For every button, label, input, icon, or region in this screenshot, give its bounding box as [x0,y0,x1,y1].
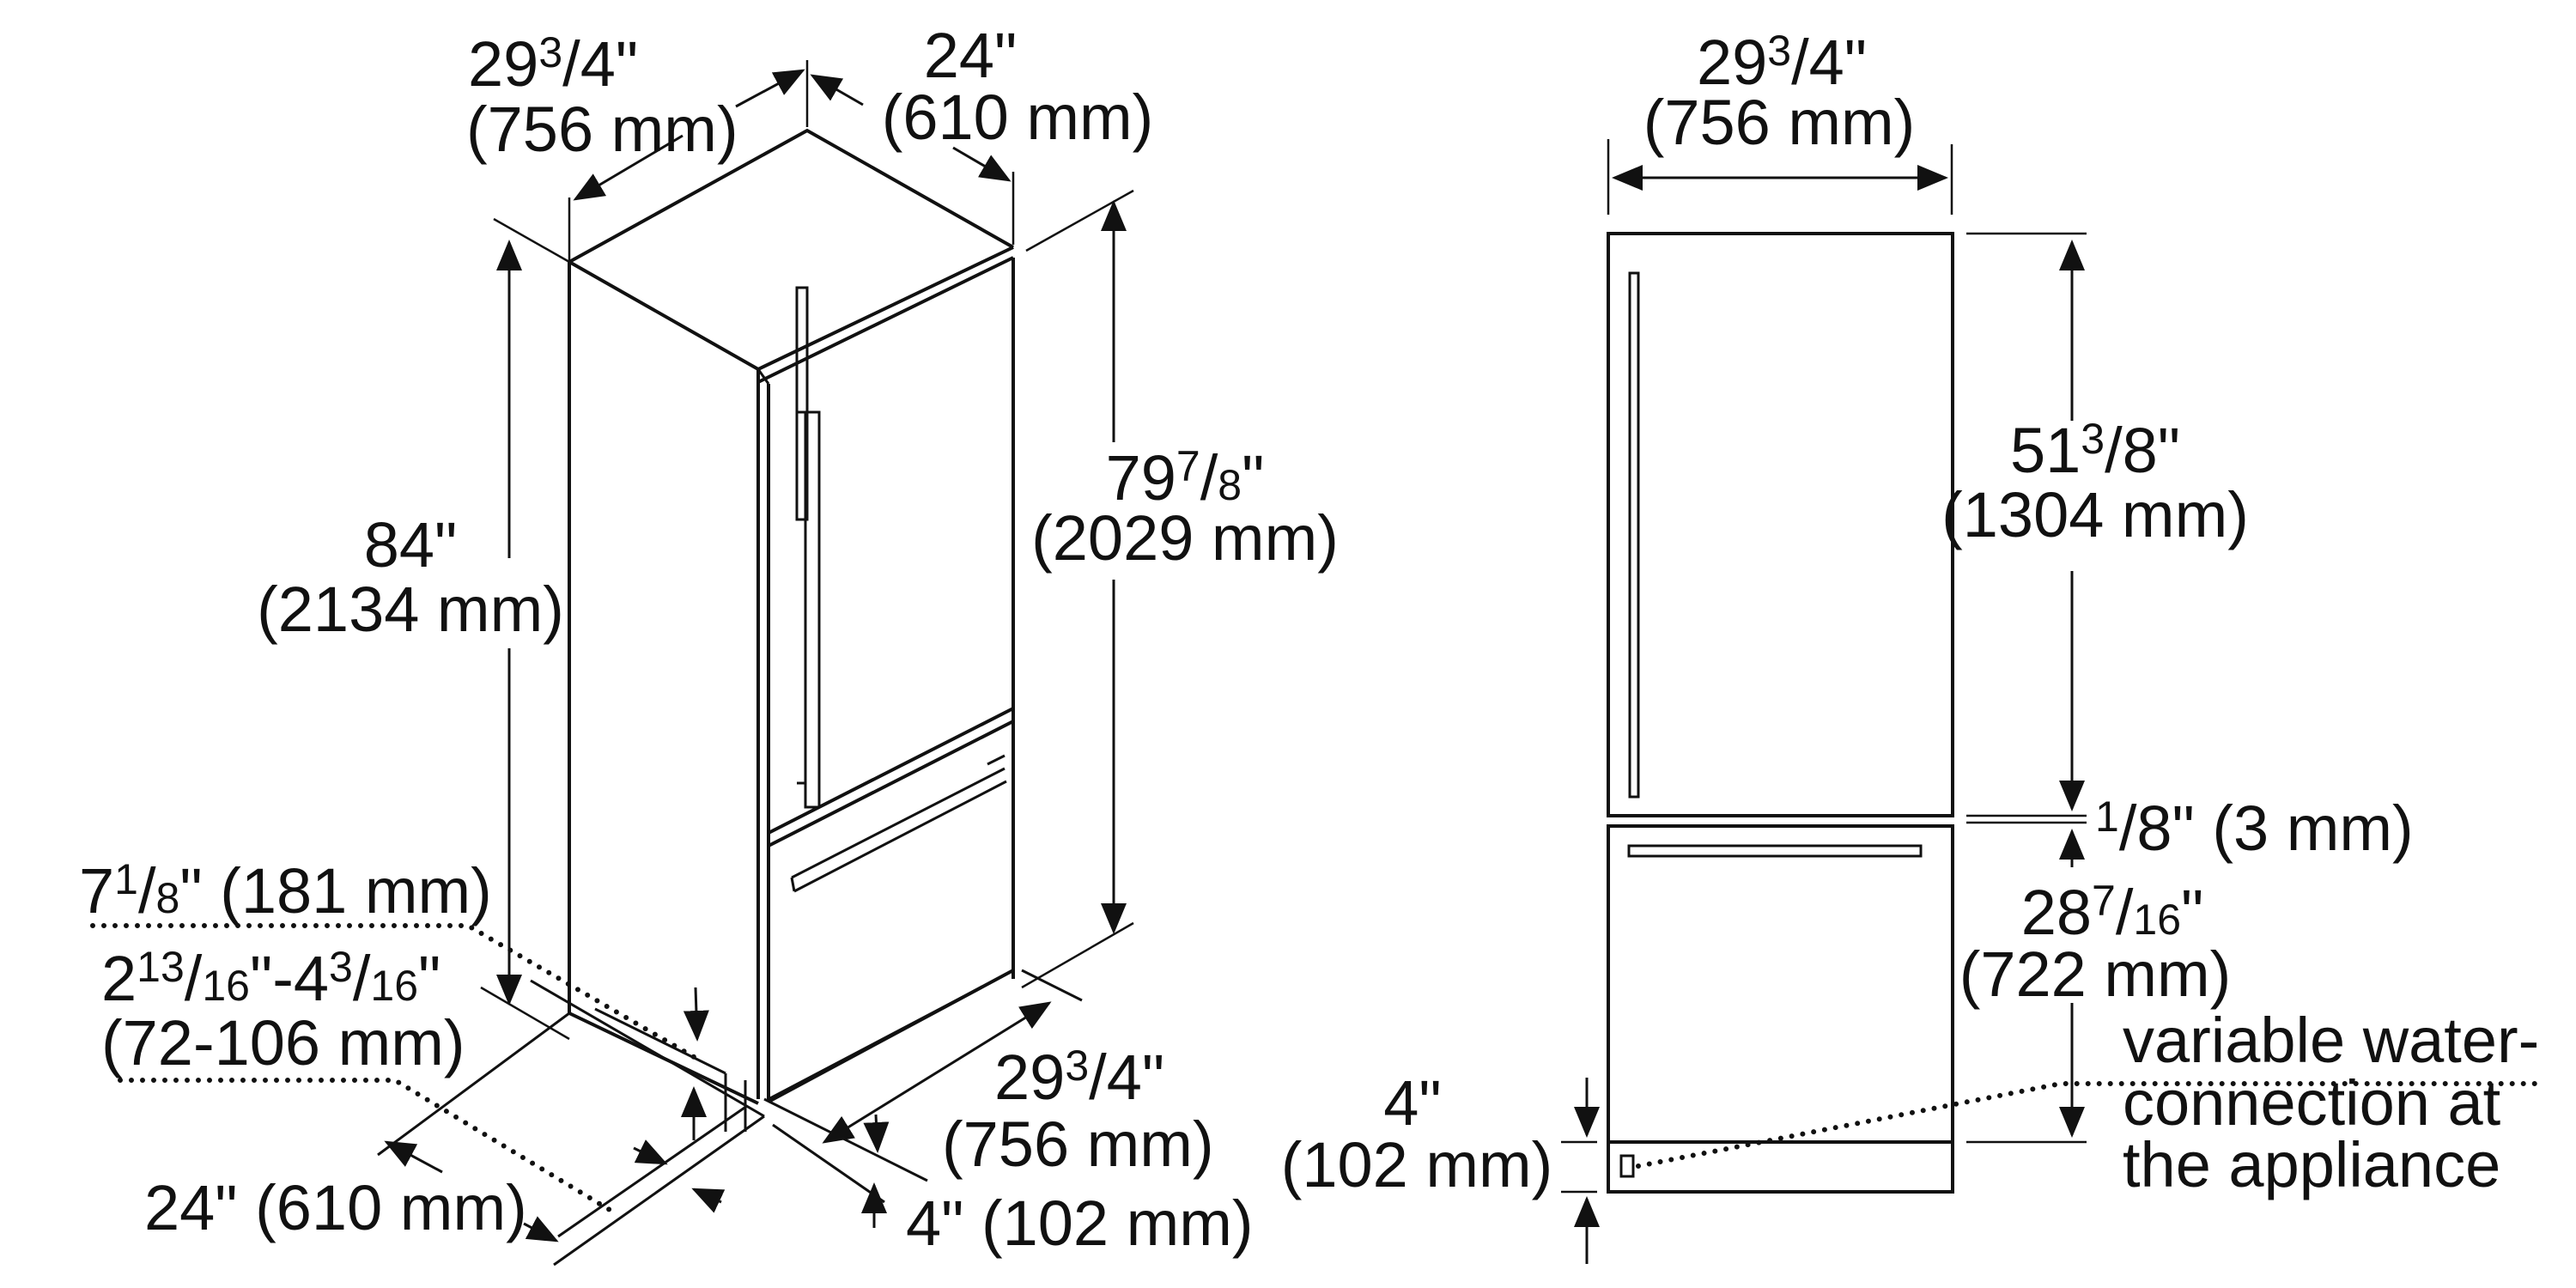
dim-lower-door-height: 287/16" (722 mm) [1959,877,2232,1144]
lower-drawer [1607,824,1954,1144]
dim-upper-door-height: 513/8" (1304 mm) [1941,232,2249,811]
dim-front-width: 293/4" (756 mm) [1607,27,1953,215]
dim-label-base-depth: 24" (610 mm) [144,1172,527,1243]
upper-door-handle [795,286,821,809]
dim-label-door-gap: 1/8" (3 mm) [2095,793,2414,864]
dim-label-overall-height: 84" [364,509,458,580]
cabinet-top [568,128,1014,385]
dim-label-top-depth: 24" [924,20,1018,91]
dim-top-width: 293/4" (756 mm) [466,28,809,262]
dim-cabinet-height: 797/8" (2029 mm) [1021,189,1339,989]
dim-toe-kick-height: 4" (102 mm) [1281,1067,1600,1264]
dim-metric-toe-kick-height: (102 mm) [1281,1129,1553,1200]
dim-label-top-width: 293/4" [468,28,638,100]
dim-label-base-height: 4" (102 mm) [906,1188,1254,1259]
dim-metric-top-width: (756 mm) [466,94,738,165]
dim-label-base-setback: 71/8" (181 mm) [79,855,492,927]
dim-metric-base-width: (756 mm) [942,1109,1214,1180]
dim-base-setback: 71/8" (181 mm) [79,855,709,1060]
upper-door [1607,232,1954,817]
water-connection-callout: variable water- connection at the applia… [1636,1005,2544,1200]
dim-label-cabinet-height: 797/8" [1106,442,1265,513]
dim-label-lower-door-height: 287/16" [2021,877,2204,948]
dim-label-toe-kick-range: 213/16"-43/16" [101,943,440,1014]
dim-metric-upper-door-height: (1304 mm) [1941,479,2249,550]
dim-label-upper-door-height: 513/8" [2010,415,2180,486]
dim-metric-front-width: (756 mm) [1643,87,1916,158]
dim-base-width: 293/4" (756 mm) [822,1001,1214,1180]
isometric-view: 293/4" (756 mm) 24" (610 mm) 84" (2134 m… [79,20,1339,1267]
dim-base-depth: 24" (610 mm) [144,1140,559,1243]
dim-metric-top-depth: (610 mm) [882,82,1154,153]
water-connection-marker [1619,1154,1635,1178]
dim-top-depth: 24" (610 mm) [810,20,1154,245]
cabinet-side-panel [568,262,760,1105]
dim-label-toe-kick-height: 4" [1383,1067,1441,1139]
note-line-2: connection at [2123,1067,2501,1139]
dim-door-gap: 1/8" (3 mm) [1966,793,2414,867]
note-line-3: the appliance [2123,1129,2500,1200]
toe-kick [594,1007,747,1132]
drawer-handle [790,754,1007,893]
cabinet-front [767,258,1015,1103]
dim-label-base-width: 293/4" [994,1042,1164,1113]
dim-label-front-width: 293/4" [1697,27,1867,98]
dim-toe-kick-range: 213/16"-43/16" (72-106 mm) [101,943,726,1218]
dim-base-height: 4" (102 mm) [861,1114,1254,1259]
dim-metric-toe-kick-range: (72-106 mm) [101,1007,465,1078]
dim-metric-cabinet-height: (2029 mm) [1031,502,1339,574]
drawer-handle-front [1627,844,1923,858]
front-view: 293/4" (756 mm) 513/8" (1304 mm) 1/8" (3… [1281,27,2544,1264]
upper-door-handle-front [1628,271,1640,799]
dim-overall-height: 84" (2134 mm) [257,217,570,1041]
dim-metric-lower-door-height: (722 mm) [1959,939,2232,1010]
note-line-1: variable water- [2123,1005,2539,1076]
toe-kick-front [1607,1140,1954,1194]
dim-metric-overall-height: (2134 mm) [257,574,564,645]
